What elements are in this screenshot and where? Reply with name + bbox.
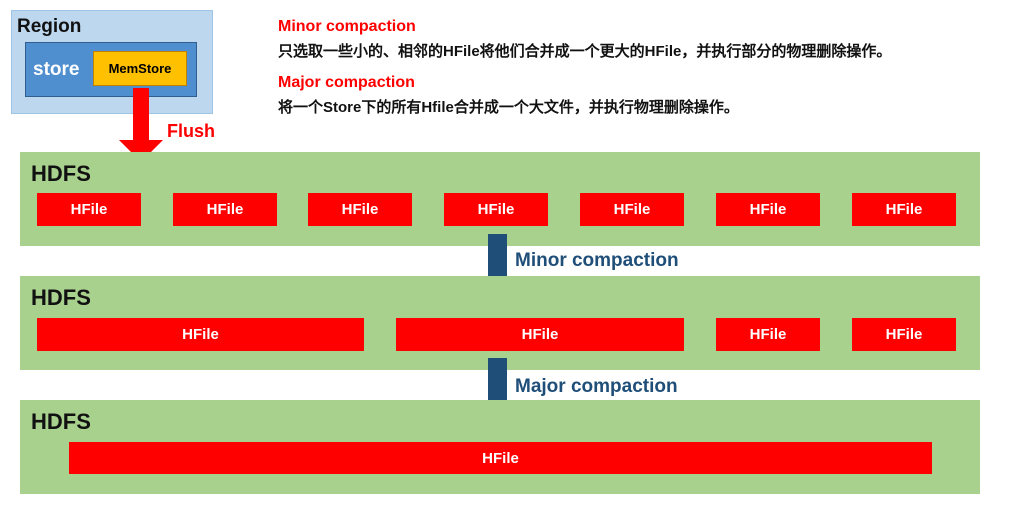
major-compaction-note-desc: 将一个Store下的所有Hfile合并成一个大文件，并执行物理删除操作。 (278, 99, 739, 116)
hfile-block: HFile (173, 193, 277, 226)
minor-compaction-note-title: Minor compaction (278, 18, 416, 35)
hfile-block: HFile (308, 193, 412, 226)
major-compaction-note-title: Major compaction (278, 74, 415, 91)
hfile-block: HFile (69, 442, 932, 474)
hfile-block: HFile (444, 193, 548, 226)
hfile-block: HFile (37, 193, 141, 226)
hfile-block: HFile (716, 193, 820, 226)
hfile-block: HFile (396, 318, 684, 351)
hfile-block: HFile (716, 318, 820, 351)
store-label: store (33, 59, 80, 80)
hfile-block: HFile (852, 193, 956, 226)
memstore-box: MemStore (93, 51, 187, 86)
flush-arrow (119, 88, 163, 162)
hfile-block: HFile (37, 318, 364, 351)
hfile-block: HFile (852, 318, 956, 351)
hdfs-label-1: HDFS (31, 161, 91, 186)
flush-label: Flush (167, 121, 215, 141)
minor-compaction-note-desc: 只选取一些小的、相邻的HFile将他们合并成一个更大的HFile，并执行部分的物… (278, 43, 892, 60)
hdfs-label-2: HDFS (31, 285, 91, 310)
hfile-block: HFile (580, 193, 684, 226)
major-compaction-step-label: Major compaction (515, 376, 678, 397)
minor-compaction-step-label: Minor compaction (515, 250, 679, 271)
hdfs-label-3: HDFS (31, 409, 91, 434)
region-title: Region (17, 16, 82, 37)
